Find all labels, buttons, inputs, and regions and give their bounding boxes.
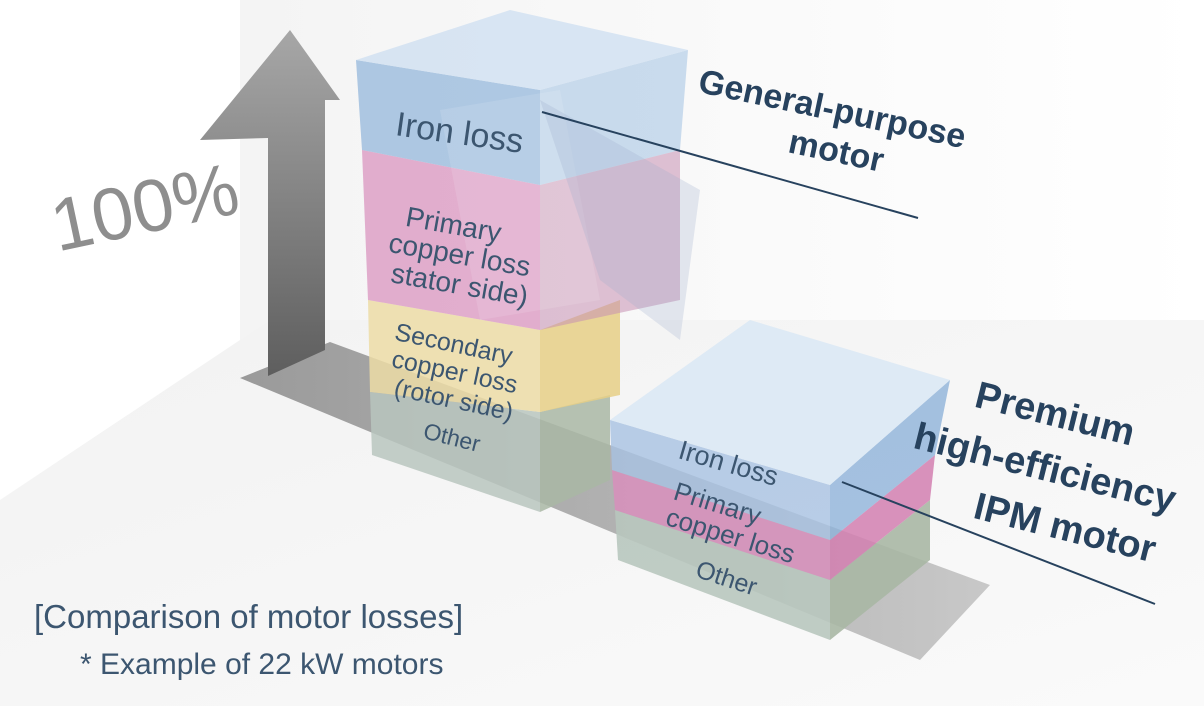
ipm-other-segment — [615, 510, 830, 640]
percent-label: 100% — [44, 147, 246, 268]
diagram-caption-title: [Comparison of motor losses] — [34, 598, 464, 635]
general-primary-segment — [362, 150, 540, 330]
general-other-segment — [370, 392, 540, 512]
general-leader-line — [541, 111, 919, 219]
general-iron-segment — [356, 60, 540, 185]
ipm-iron-segment — [610, 420, 830, 540]
ipm-primary-segment — [612, 470, 830, 580]
general-column-top — [356, 10, 688, 90]
height-arrow — [200, 30, 340, 376]
ipm-leader-line — [841, 481, 1156, 605]
general-motor-column — [356, 10, 700, 512]
diagram-caption-note: * Example of 22 kW motors — [80, 648, 444, 681]
general-secondary-segment — [368, 300, 540, 412]
ipm-column-top — [610, 320, 950, 485]
ipm-motor-column — [610, 320, 950, 640]
